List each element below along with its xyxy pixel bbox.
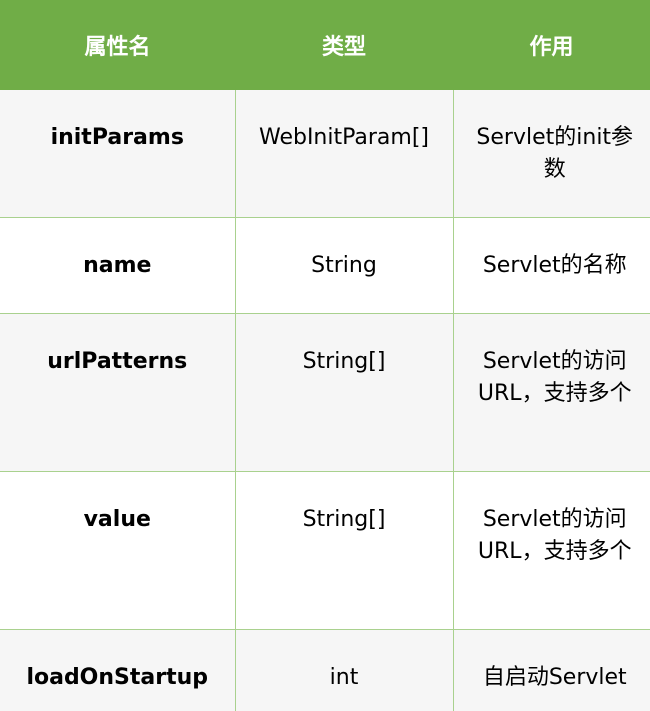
type-cell: int	[234, 628, 454, 711]
description-cell: Servlet的init参数	[452, 90, 650, 218]
type-cell: WebInitParam[]	[234, 90, 454, 218]
table-row: value String[] Servlet的访问URL，支持多个	[0, 470, 650, 630]
attribute-name-cell: name	[0, 216, 236, 314]
description-cell: Servlet的访问URL，支持多个	[452, 470, 650, 630]
attribute-name-cell: urlPatterns	[0, 312, 236, 472]
table-row: loadOnStartup int 自启动Servlet	[0, 628, 650, 711]
type-cell: String[]	[234, 312, 454, 472]
description-cell: 自启动Servlet	[452, 628, 650, 711]
header-description: 作用	[453, 0, 650, 90]
header-attribute-name: 属性名	[0, 0, 235, 90]
table-header: 属性名 类型 作用	[0, 0, 650, 90]
type-cell: String[]	[234, 470, 454, 630]
attribute-name-cell: initParams	[0, 90, 236, 218]
description-cell: Servlet的名称	[452, 216, 650, 314]
header-row: 属性名 类型 作用	[0, 0, 650, 90]
table-row: name String Servlet的名称	[0, 216, 650, 314]
table-row: initParams WebInitParam[] Servlet的init参数	[0, 90, 650, 218]
attribute-name-cell: loadOnStartup	[0, 628, 236, 711]
header-type: 类型	[235, 0, 453, 90]
description-cell: Servlet的访问URL，支持多个	[452, 312, 650, 472]
attribute-name-cell: value	[0, 470, 236, 630]
table-body: initParams WebInitParam[] Servlet的init参数…	[0, 90, 650, 711]
type-cell: String	[234, 216, 454, 314]
table-row: urlPatterns String[] Servlet的访问URL，支持多个	[0, 312, 650, 472]
